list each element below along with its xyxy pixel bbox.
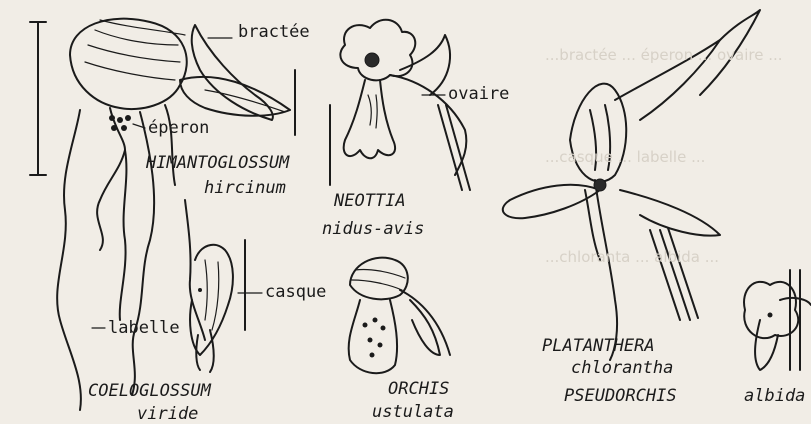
neottia-flower-drawing — [330, 20, 470, 190]
species-neottia-epithet: nidus-avis — [322, 221, 424, 238]
himantoglossum-flower-drawing — [30, 19, 187, 410]
pseudorchis-flower-drawing — [744, 270, 811, 370]
label-casque: casque — [265, 284, 326, 301]
species-neottia-genus: NEOTTIA — [334, 193, 406, 210]
background-text-line: ...casque ... labelle ... — [545, 150, 705, 165]
label-ovaire: ovaire — [448, 86, 509, 103]
species-coeloglossum-epithet: viride — [137, 406, 198, 423]
orchis-flower-drawing — [349, 258, 450, 374]
species-platanthera-epithet: chlorantha — [571, 360, 673, 377]
species-himantoglossum-genus: HIMANTOGLOSSUM — [146, 155, 289, 172]
background-text-line: ...bractée ... éperon ... ovaire ... — [545, 48, 783, 63]
species-coeloglossum-genus: COELOGLOSSUM — [88, 383, 211, 400]
species-platanthera-genus: PLATANTHERA — [542, 338, 655, 355]
background-text-line: ...chloranta ... albida ... — [545, 250, 719, 265]
species-orchis-epithet: ustulata — [372, 404, 454, 421]
label-labelle: labelle — [108, 320, 180, 337]
species-himantoglossum-epithet: hircinum — [204, 180, 286, 197]
coeloglossum-flower-drawing — [185, 200, 262, 372]
label-bractee: bractée — [238, 24, 310, 41]
species-orchis-genus: ORCHIS — [388, 381, 449, 398]
species-pseudorchis-epithet: albida — [744, 388, 805, 405]
label-eperon: éperon — [148, 120, 209, 137]
species-pseudorchis-genus: PSEUDORCHIS — [564, 388, 677, 405]
